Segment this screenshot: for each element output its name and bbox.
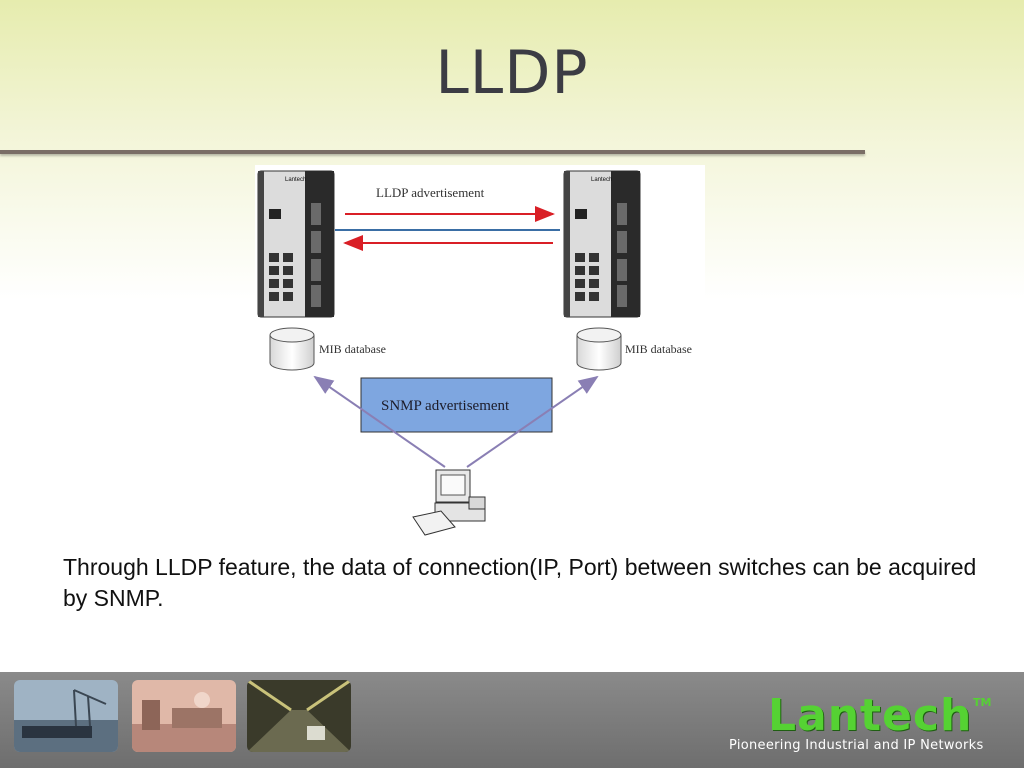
mib-label-right: MIB database bbox=[625, 342, 692, 356]
lldp-diagram: Lantech Lantech LLDP adverti bbox=[255, 165, 705, 545]
company-tagline: Pioneering Industrial and IP Networks bbox=[729, 738, 984, 753]
snmp-connector-left bbox=[313, 375, 446, 468]
mib-database-right-icon bbox=[576, 327, 622, 371]
switch-right: Lantech bbox=[563, 170, 641, 318]
lldp-label: LLDP advertisement bbox=[376, 185, 485, 200]
trademark-mark: TM bbox=[973, 696, 992, 709]
tunnel-traffic-image bbox=[247, 680, 351, 752]
switch-right-brand: Lantech bbox=[591, 177, 612, 183]
mib-database-left-icon bbox=[269, 327, 315, 371]
slide-title: LLDP bbox=[435, 38, 589, 108]
snmp-box bbox=[360, 377, 553, 433]
computer-icon bbox=[412, 469, 486, 536]
slide-caption: Through LLDP feature, the data of connec… bbox=[63, 554, 977, 611]
lantech-logo: Lantech bbox=[768, 690, 973, 741]
title-divider bbox=[0, 150, 865, 154]
snmp-connector-right bbox=[466, 375, 599, 468]
industrial-plant-image bbox=[132, 680, 236, 752]
ship-port-image bbox=[14, 680, 118, 752]
mib-label-left: MIB database bbox=[319, 342, 386, 356]
switch-left-brand: Lantech bbox=[285, 177, 306, 183]
snmp-label: SNMP advertisement bbox=[381, 398, 510, 414]
switch-left: Lantech bbox=[257, 170, 335, 318]
